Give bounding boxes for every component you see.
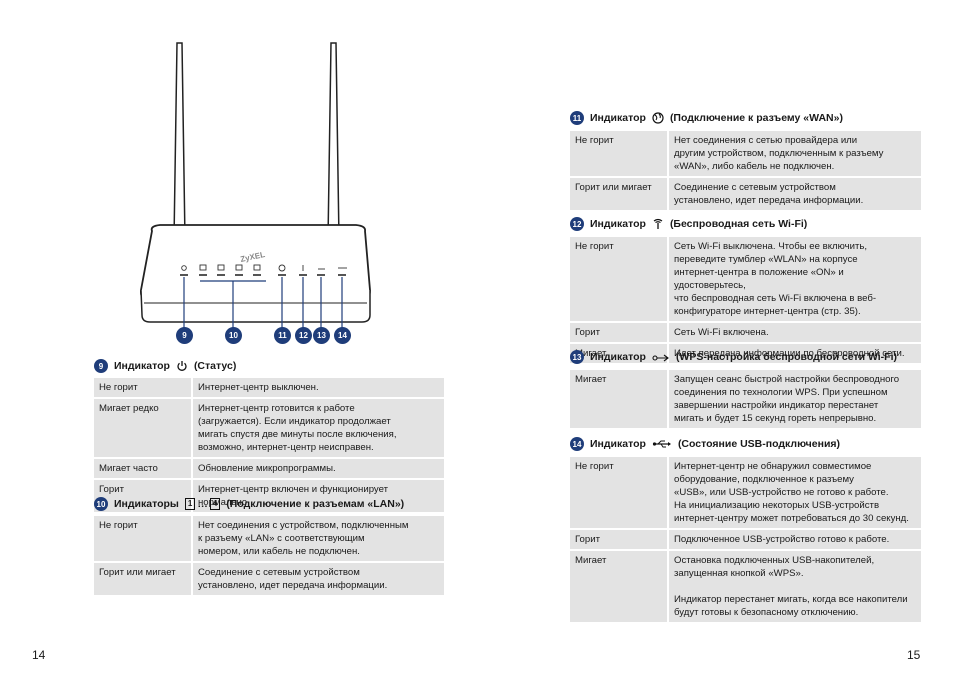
description-cell: Идет передача информации по беспроводной… [668,343,921,365]
section-number: 14 [570,437,584,451]
section-number: 9 [94,359,108,373]
callout-11: 11 [274,327,291,344]
state-cell: Мигает [570,550,669,624]
description-cell: Соединение с сетевым устройством установ… [668,177,921,212]
state-cell: Не горит [570,237,669,323]
globe-icon [652,112,664,124]
range-start: 1 [184,498,196,510]
description-cell: Подключенное USB-устройство готово к раб… [668,529,921,551]
description-cell: Интернет-центр выключен. [192,378,444,399]
wifi-antenna-icon [652,218,664,230]
description-cell: Соединение с сетевым устройством установ… [192,562,444,597]
range-separator: … [197,498,208,510]
title-text: Индикатор [590,438,646,450]
state-cell: Мигает редко [94,398,193,459]
section-number: 12 [570,217,584,231]
state-cell: Мигает часто [94,458,193,480]
title-subject: (Состояние USB-подключения) [677,438,841,450]
section-11-title: 11 Индикатор (Подключение к разъему «WAN… [570,111,843,125]
description-cell: Интернет-центр не обнаружил совместимое … [668,457,921,530]
description-cell: Сеть Wi-Fi включена. [668,322,921,344]
state-cell: Горит или мигает [94,562,193,597]
section-number: 11 [570,111,584,125]
state-cell: Мигает [570,343,669,365]
section-14-title: 14 Индикатор (Состояние USB-подключения) [570,437,840,451]
description-cell: Обновление микропрограммы. [192,458,444,480]
title-text: Индикаторы [114,498,179,510]
description-cell: Интернет-центр включен и функционирует н… [192,479,444,514]
description-cell: Запущен сеанс быстрой настройки беспрово… [668,370,921,430]
lan-port-icon: 1 … 4 [184,498,221,510]
router-illustration: ZyXEL [140,42,371,328]
title-subject: (Статус) [193,360,237,372]
title-text: Индикатор [590,112,646,124]
callout-13: 13 [313,327,330,344]
title-subject: (Подключение к разъемам «LAN») [226,498,405,510]
title-subject: (Подключение к разъему «WAN») [669,112,843,124]
section-number: 13 [570,350,584,364]
description-cell: Сеть Wi-Fi выключена. Чтобы ее включить,… [668,237,921,323]
section-13-title: 13 Индикатор (WPS-настройка беспроводной… [570,350,897,364]
description-cell: Остановка подключенных USB-накопителей, … [668,550,921,624]
state-cell: Не горит [570,457,669,530]
section-12-title: 12 Индикатор (Беспроводная сеть Wi-Fi) [570,217,807,231]
state-cell: Не горит [570,131,669,178]
title-text: Индикатор [590,218,646,230]
title-subject: (WPS-настройка беспроводной сети Wi-Fi) [675,351,898,363]
description-cell: Интернет-центр готовится к работе (загру… [192,398,444,459]
state-cell: Мигает [570,370,669,430]
title-subject: (Беспроводная сеть Wi-Fi) [669,218,808,230]
state-cell: Горит или мигает [570,177,669,212]
state-cell: Не горит [94,516,193,563]
power-icon [176,360,188,372]
range-end: 4 [209,498,221,510]
section-10-title: 10 Индикаторы 1 … 4 (Подключение к разъе… [94,497,404,511]
state-cell: Горит [570,322,669,344]
callout-9: 9 [176,327,193,344]
callout-10: 10 [225,327,242,344]
page-number-left: 14 [32,648,46,662]
title-text: Индикатор [590,351,646,363]
description-cell: Нет соединения с сетью провайдера или др… [668,131,921,178]
description-cell: Нет соединения с устройством, подключенн… [192,516,444,563]
section-9-title: 9 Индикатор (Статус) [94,359,236,373]
callout-14: 14 [334,327,351,344]
wps-icon [652,352,670,362]
page-number-right: 15 [907,648,921,662]
title-text: Индикатор [114,360,170,372]
section-number: 10 [94,497,108,511]
state-cell: Горит [94,479,193,514]
usb-icon [652,439,672,449]
state-cell: Горит [570,529,669,551]
state-cell: Не горит [94,378,193,399]
callout-12: 12 [295,327,312,344]
